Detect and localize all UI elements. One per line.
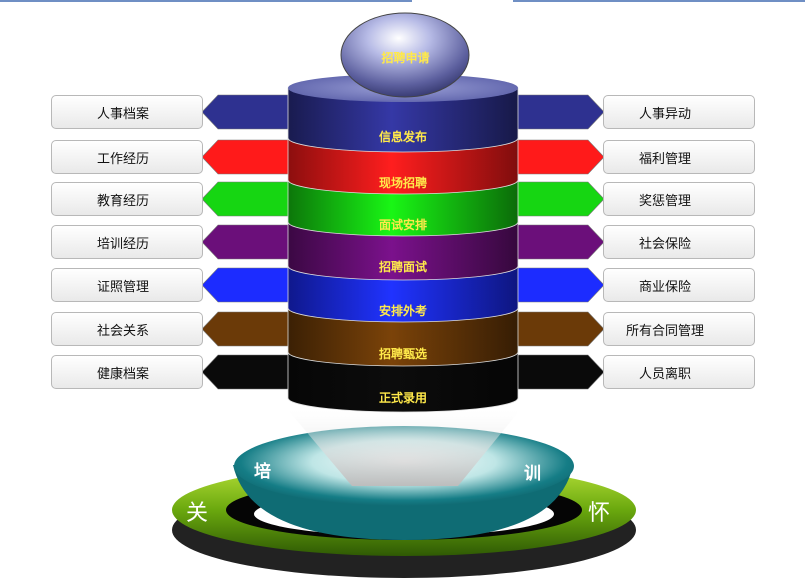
- top-border-line: [0, 0, 805, 3]
- left-arrow-3: [202, 181, 302, 217]
- ring-left-char: 关: [186, 501, 209, 526]
- right-item-6: 所有合同管理: [603, 312, 755, 346]
- cylinder-layer-3: [287, 179, 519, 237]
- right-item-label: 人事异动: [638, 106, 691, 122]
- layer-label-5: 安排外考: [378, 304, 427, 318]
- left-item-2: 工作经历: [51, 140, 203, 174]
- right-item-1: 人事异动: [603, 95, 755, 129]
- left-arrow-5: [202, 267, 302, 303]
- cylinder-layer-4: [287, 221, 519, 281]
- left-item-label: 教育经历: [97, 193, 150, 209]
- left-item-1: 人事档案: [51, 95, 203, 129]
- right-item-2: 福利管理: [603, 140, 755, 174]
- right-item-label: 商业保险: [638, 279, 691, 295]
- right-arrow-3: [504, 181, 604, 217]
- right-arrow-2: [504, 139, 604, 175]
- cylinder-layer-2: [287, 137, 519, 195]
- right-item-4: 社会保险: [603, 225, 755, 259]
- right-item-7: 人员离职: [603, 355, 755, 389]
- left-item-label: 人事档案: [97, 106, 150, 122]
- right-arrow-5: [504, 267, 604, 303]
- layer-label-6: 招聘甄选: [378, 347, 427, 361]
- left-arrow-6: [202, 311, 302, 347]
- right-arrow-1: [504, 94, 604, 130]
- left-item-label: 证照管理: [97, 279, 150, 295]
- layer-label-7: 正式录用: [378, 391, 427, 405]
- right-item-5: 商业保险: [603, 268, 755, 302]
- right-item-label: 社会保险: [638, 236, 691, 252]
- right-item-label: 所有合同管理: [625, 323, 704, 339]
- left-item-6: 社会关系: [51, 312, 203, 346]
- top-sphere: [340, 12, 470, 98]
- cylinder-layer-6: [287, 307, 519, 367]
- left-arrow-2: [202, 139, 302, 175]
- ring-right-char: 怀: [588, 501, 611, 526]
- left-arrow-7: [202, 354, 302, 390]
- left-item-label: 培训经历: [97, 236, 150, 252]
- right-item-label: 奖惩管理: [638, 193, 691, 209]
- layer-label-3: 面试安排: [378, 218, 427, 232]
- left-item-label: 工作经历: [97, 151, 150, 167]
- left-item-5: 证照管理: [51, 268, 203, 302]
- layer-label-1: 信息发布: [378, 130, 427, 144]
- cylinder-layer-7: [287, 351, 519, 413]
- layer-label-4: 招聘面试: [378, 260, 427, 274]
- left-arrow-4: [202, 224, 302, 260]
- cylinder-layer-5: [287, 265, 519, 323]
- left-arrow-1: [202, 94, 302, 130]
- right-item-label: 人员离职: [638, 366, 691, 382]
- right-arrow-7: [504, 354, 604, 390]
- left-item-4: 培训经历: [51, 225, 203, 259]
- top-sphere-label: 招聘申请: [381, 51, 430, 65]
- cylinder-layer-1: [287, 87, 519, 153]
- right-item-3: 奖惩管理: [603, 182, 755, 216]
- left-item-label: 社会关系: [97, 323, 150, 339]
- layer-label-2: 现场招聘: [378, 176, 427, 190]
- right-item-label: 福利管理: [638, 151, 691, 167]
- left-item-3: 教育经历: [51, 182, 203, 216]
- left-item-7: 健康档案: [51, 355, 203, 389]
- right-arrow-6: [504, 311, 604, 347]
- bowl-left-char: 培: [254, 462, 271, 482]
- bowl-right-char: 训: [524, 464, 541, 484]
- right-arrow-4: [504, 224, 604, 260]
- left-item-label: 健康档案: [97, 366, 150, 382]
